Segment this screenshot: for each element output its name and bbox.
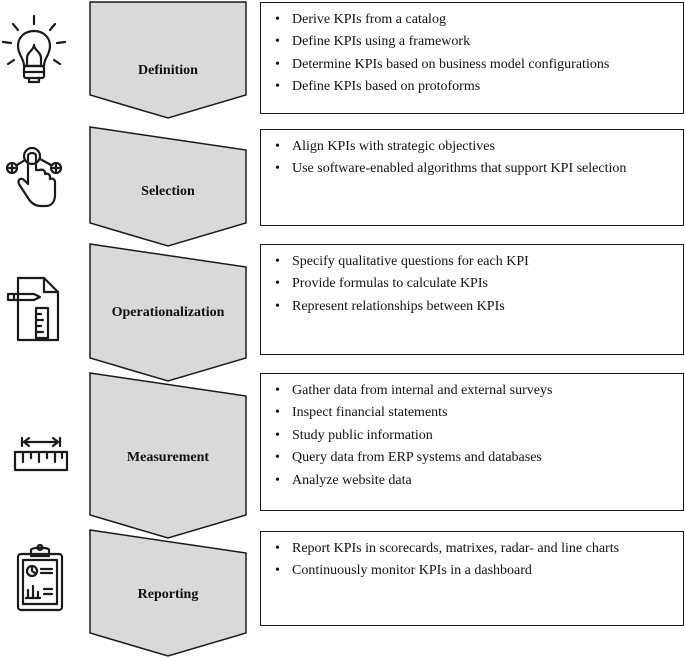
list-item: Align KPIs with strategic objectives [275,136,675,159]
list-operationalization: Specify qualitative questions for each K… [261,245,683,319]
list-item: Determine KPIs based on business model c… [275,54,675,77]
list-item: Query data from ERP systems and database… [275,447,675,470]
list-item: Derive KPIs from a catalog [275,9,675,32]
box-definition: Derive KPIs from a catalog Define KPIs u… [260,2,684,114]
clipboard-report-icon [16,544,64,612]
list-measurement: Gather data from internal and external s… [261,374,683,492]
stage-label-selection: Selection [141,184,195,199]
chevron-measurement [89,372,247,539]
list-item: Gather data from internal and external s… [275,380,675,403]
list-item: Inspect financial statements [275,402,675,425]
box-operationalization: Specify qualitative questions for each K… [260,244,684,355]
list-item: Use software-enabled algorithms that sup… [275,158,675,181]
list-item: Report KPIs in scorecards, matrixes, rad… [275,538,675,561]
stage-label-definition: Definition [138,63,198,78]
hand-select-icon [5,146,63,208]
chevron-definition [89,1,247,119]
list-selection: Align KPIs with strategic objectives Use… [261,130,683,181]
stage-label-reporting: Reporting [137,587,199,602]
box-selection: Align KPIs with strategic objectives Use… [260,129,684,226]
box-measurement: Gather data from internal and external s… [260,373,684,511]
box-reporting: Report KPIs in scorecards, matrixes, rad… [260,531,684,626]
list-item: Define KPIs using a framework [275,31,675,54]
list-item: Define KPIs based on protoforms [275,76,675,99]
list-definition: Derive KPIs from a catalog Define KPIs u… [261,3,683,99]
list-item: Provide formulas to calculate KPIs [275,273,675,296]
list-item: Represent relationships between KPIs [275,296,675,319]
chevron-selection [89,126,247,247]
ruler-measure-icon [13,436,69,472]
stage-label-measurement: Measurement [126,450,210,465]
list-item: Analyze website data [275,470,675,493]
document-ruler-icon [6,276,60,342]
list-item: Continuously monitor KPIs in a dashboard [275,560,675,583]
stage-label-operationalization: Operationalization [111,305,225,320]
lightbulb-icon [1,14,67,84]
list-reporting: Report KPIs in scorecards, matrixes, rad… [261,532,683,583]
chevron-operationalization [89,243,247,382]
list-item: Specify qualitative questions for each K… [275,251,675,274]
chevron-reporting [89,529,247,657]
list-item: Study public information [275,425,675,448]
